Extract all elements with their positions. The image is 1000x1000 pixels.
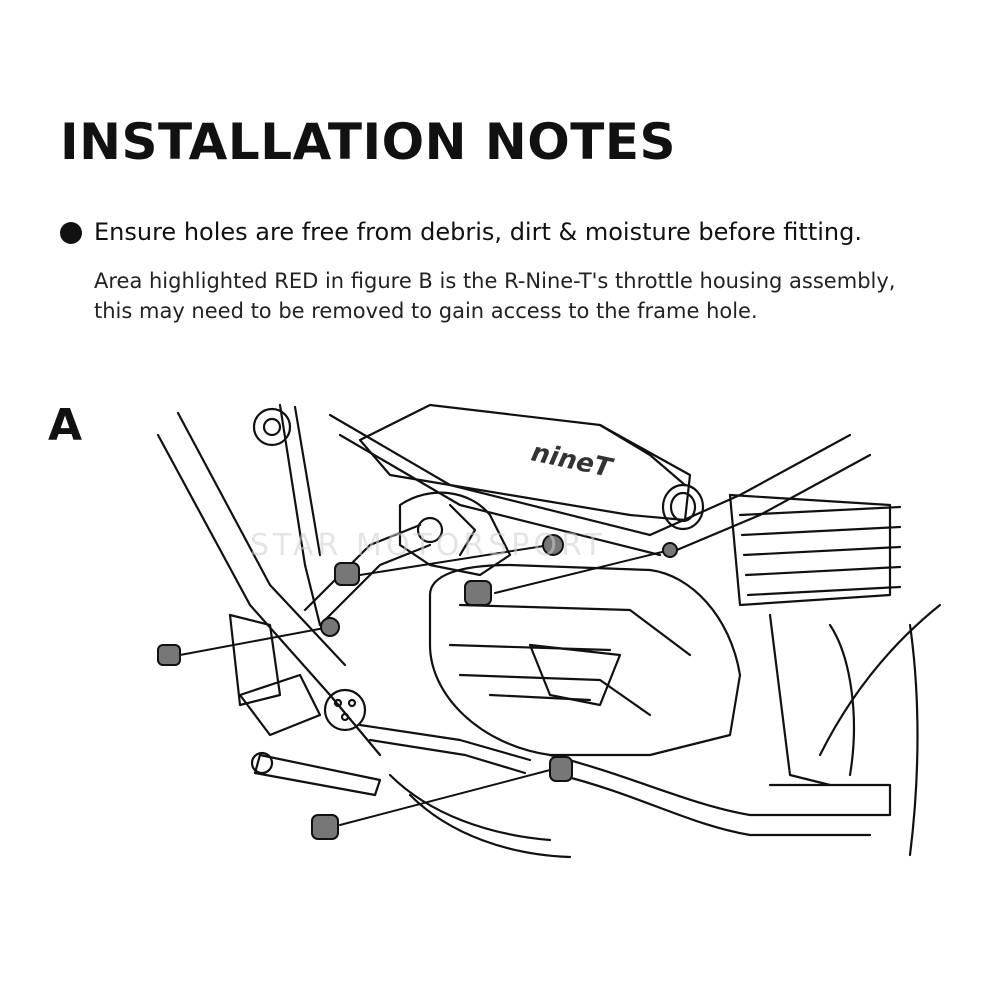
note-line-1: Area highlighted RED in figure B is the … xyxy=(94,269,896,293)
plug-3 xyxy=(157,617,340,666)
bullet-dot-icon xyxy=(60,222,82,244)
oil-cooler xyxy=(728,493,902,787)
motorcycle-frame-diagram: nineT xyxy=(156,403,942,859)
bullet-text: Ensure holes are free from debris, dirt … xyxy=(94,218,862,246)
watermark: STAR MOTORSPORT xyxy=(250,528,606,563)
throttle-housing xyxy=(398,491,512,577)
frame-mount-hole xyxy=(252,407,292,447)
plug-2 xyxy=(464,542,678,606)
side-contour xyxy=(828,623,919,857)
note-paragraph: Area highlighted RED in figure B is the … xyxy=(94,266,895,326)
exhaust-header xyxy=(388,603,942,859)
note-line-2: this may need to be removed to gain acce… xyxy=(94,299,758,323)
footpeg-assembly xyxy=(228,613,382,797)
tank-logo: nineT xyxy=(529,438,617,485)
figure-label: A xyxy=(48,400,83,451)
plug-1 xyxy=(334,534,564,586)
mount-plate xyxy=(323,688,367,732)
engine-cylinder xyxy=(428,563,742,757)
page-title: INSTALLATION NOTES xyxy=(60,113,677,171)
crash-bar-plugs xyxy=(157,534,678,840)
plug-4 xyxy=(311,756,573,840)
tube-end xyxy=(661,483,705,531)
